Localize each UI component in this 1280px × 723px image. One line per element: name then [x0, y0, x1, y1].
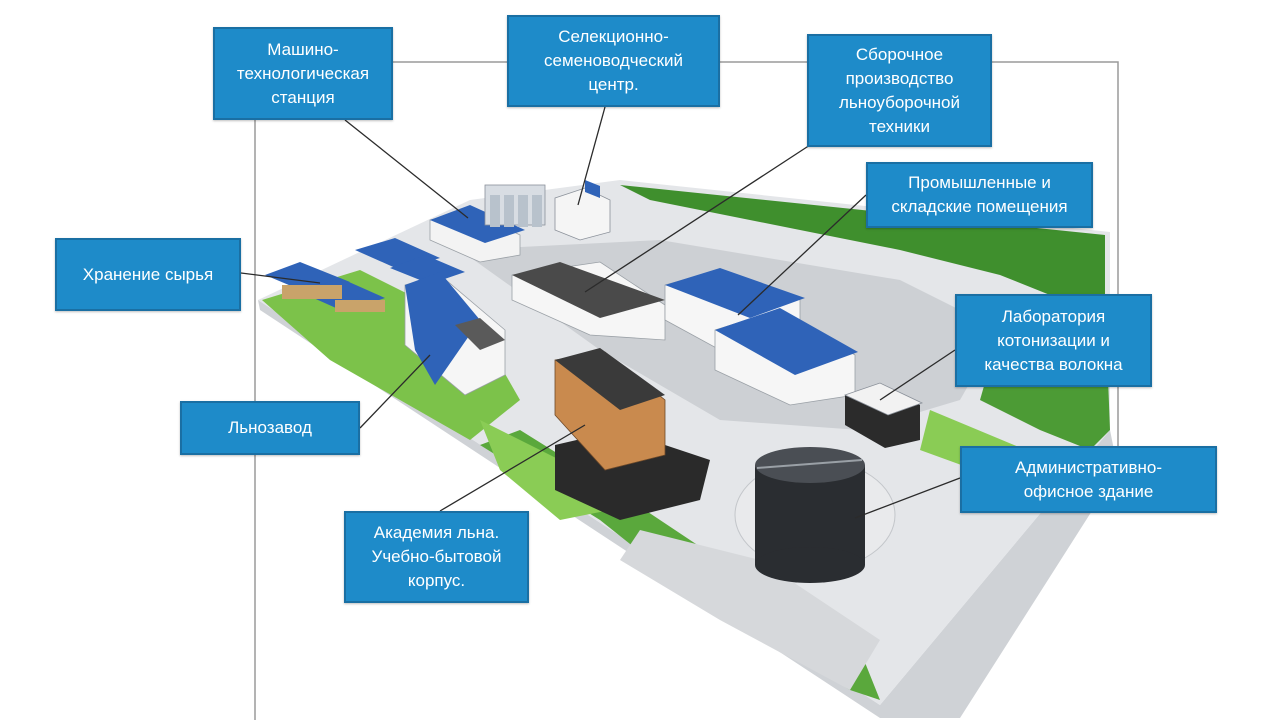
label-cottonization-lab: Лаборатория котонизации и качества волок…: [955, 294, 1152, 387]
office-cylinder-roofline: [756, 459, 863, 469]
lab-building-roof: [843, 382, 924, 416]
warehouse-1-roof: [665, 268, 805, 318]
label-industrial-warehouse: Промышленные и складские помещения: [866, 162, 1093, 228]
label-assembly-production: Сборочное производство льноуборочной тех…: [807, 34, 992, 147]
flax-plant-roof: [405, 272, 480, 385]
leader-lines: [240, 106, 961, 519]
mts-building-roof: [430, 205, 525, 243]
parking-south: [620, 530, 880, 690]
lawn-west: [262, 270, 520, 440]
flax-plant-annex: [455, 318, 505, 350]
label-selection-seed-center: Селекционно- семеноводческий центр.: [507, 15, 720, 107]
academy-tower-roof: [555, 348, 665, 410]
label-administrative-office: Административно- офисное здание: [960, 446, 1217, 513]
raw-storage-sheds: [265, 238, 465, 312]
seed-center-buildings: [484, 180, 611, 241]
label-machine-technology-station: Машино- технологическая станция: [213, 27, 393, 120]
label-flax-academy: Академия льна. Учебно-бытовой корпус.: [344, 511, 529, 603]
label-raw-material-storage: Хранение сырья: [55, 238, 241, 311]
label-flax-plant: Льнозавод: [180, 401, 360, 455]
office-cylinder-top: [755, 447, 865, 483]
tree-belt-north: [620, 185, 1105, 300]
office-cylinder-bottom: [755, 547, 865, 583]
warehouse-2-roof: [715, 308, 858, 375]
